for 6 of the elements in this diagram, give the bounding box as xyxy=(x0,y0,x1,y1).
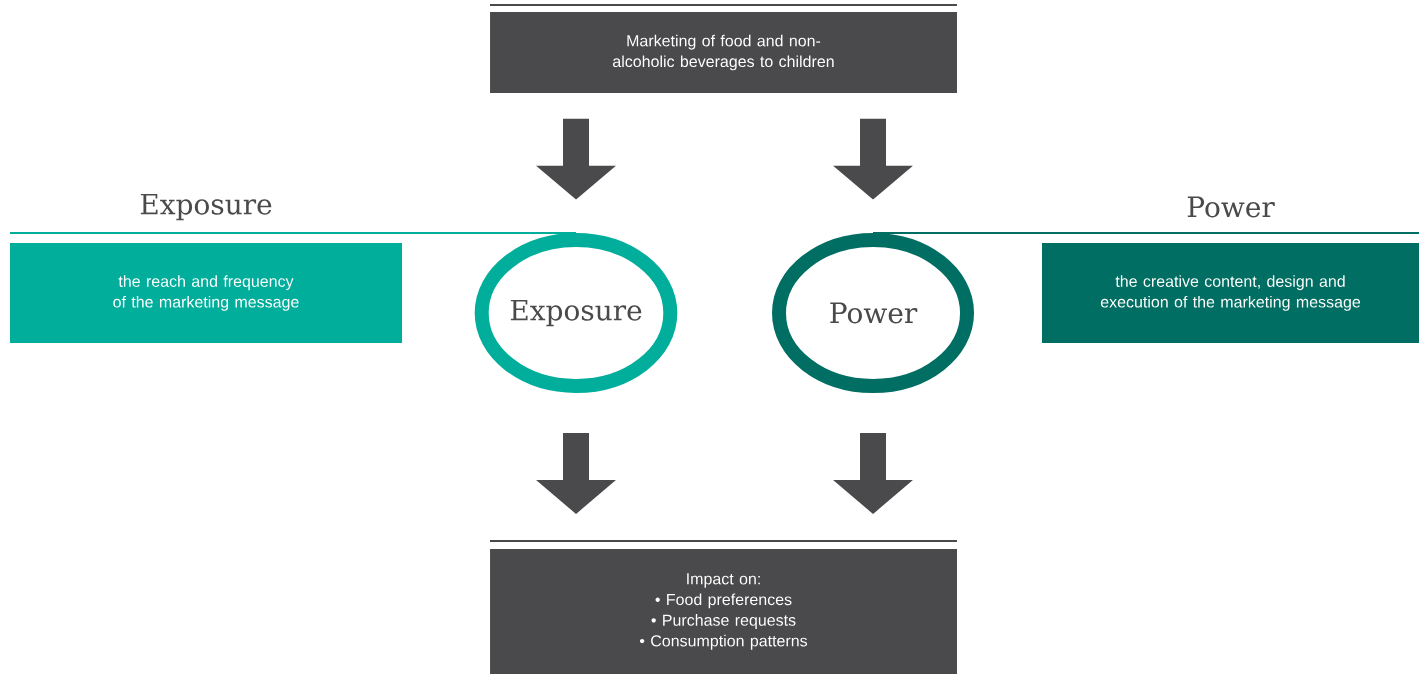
text-box: Impact on: • Food preferences • Purchase requests • Consumption patterns xyxy=(490,548,957,674)
side-heading: Exposure xyxy=(140,193,272,221)
description-box: the reach and frequency of the marketing message xyxy=(10,243,402,343)
side-heading: Power xyxy=(1187,196,1275,218)
text-box: Marketing of food and non-alcoholic beverages to children xyxy=(490,11,957,94)
description-box: the creative content, design and execution of the marketing message xyxy=(1042,243,1419,343)
